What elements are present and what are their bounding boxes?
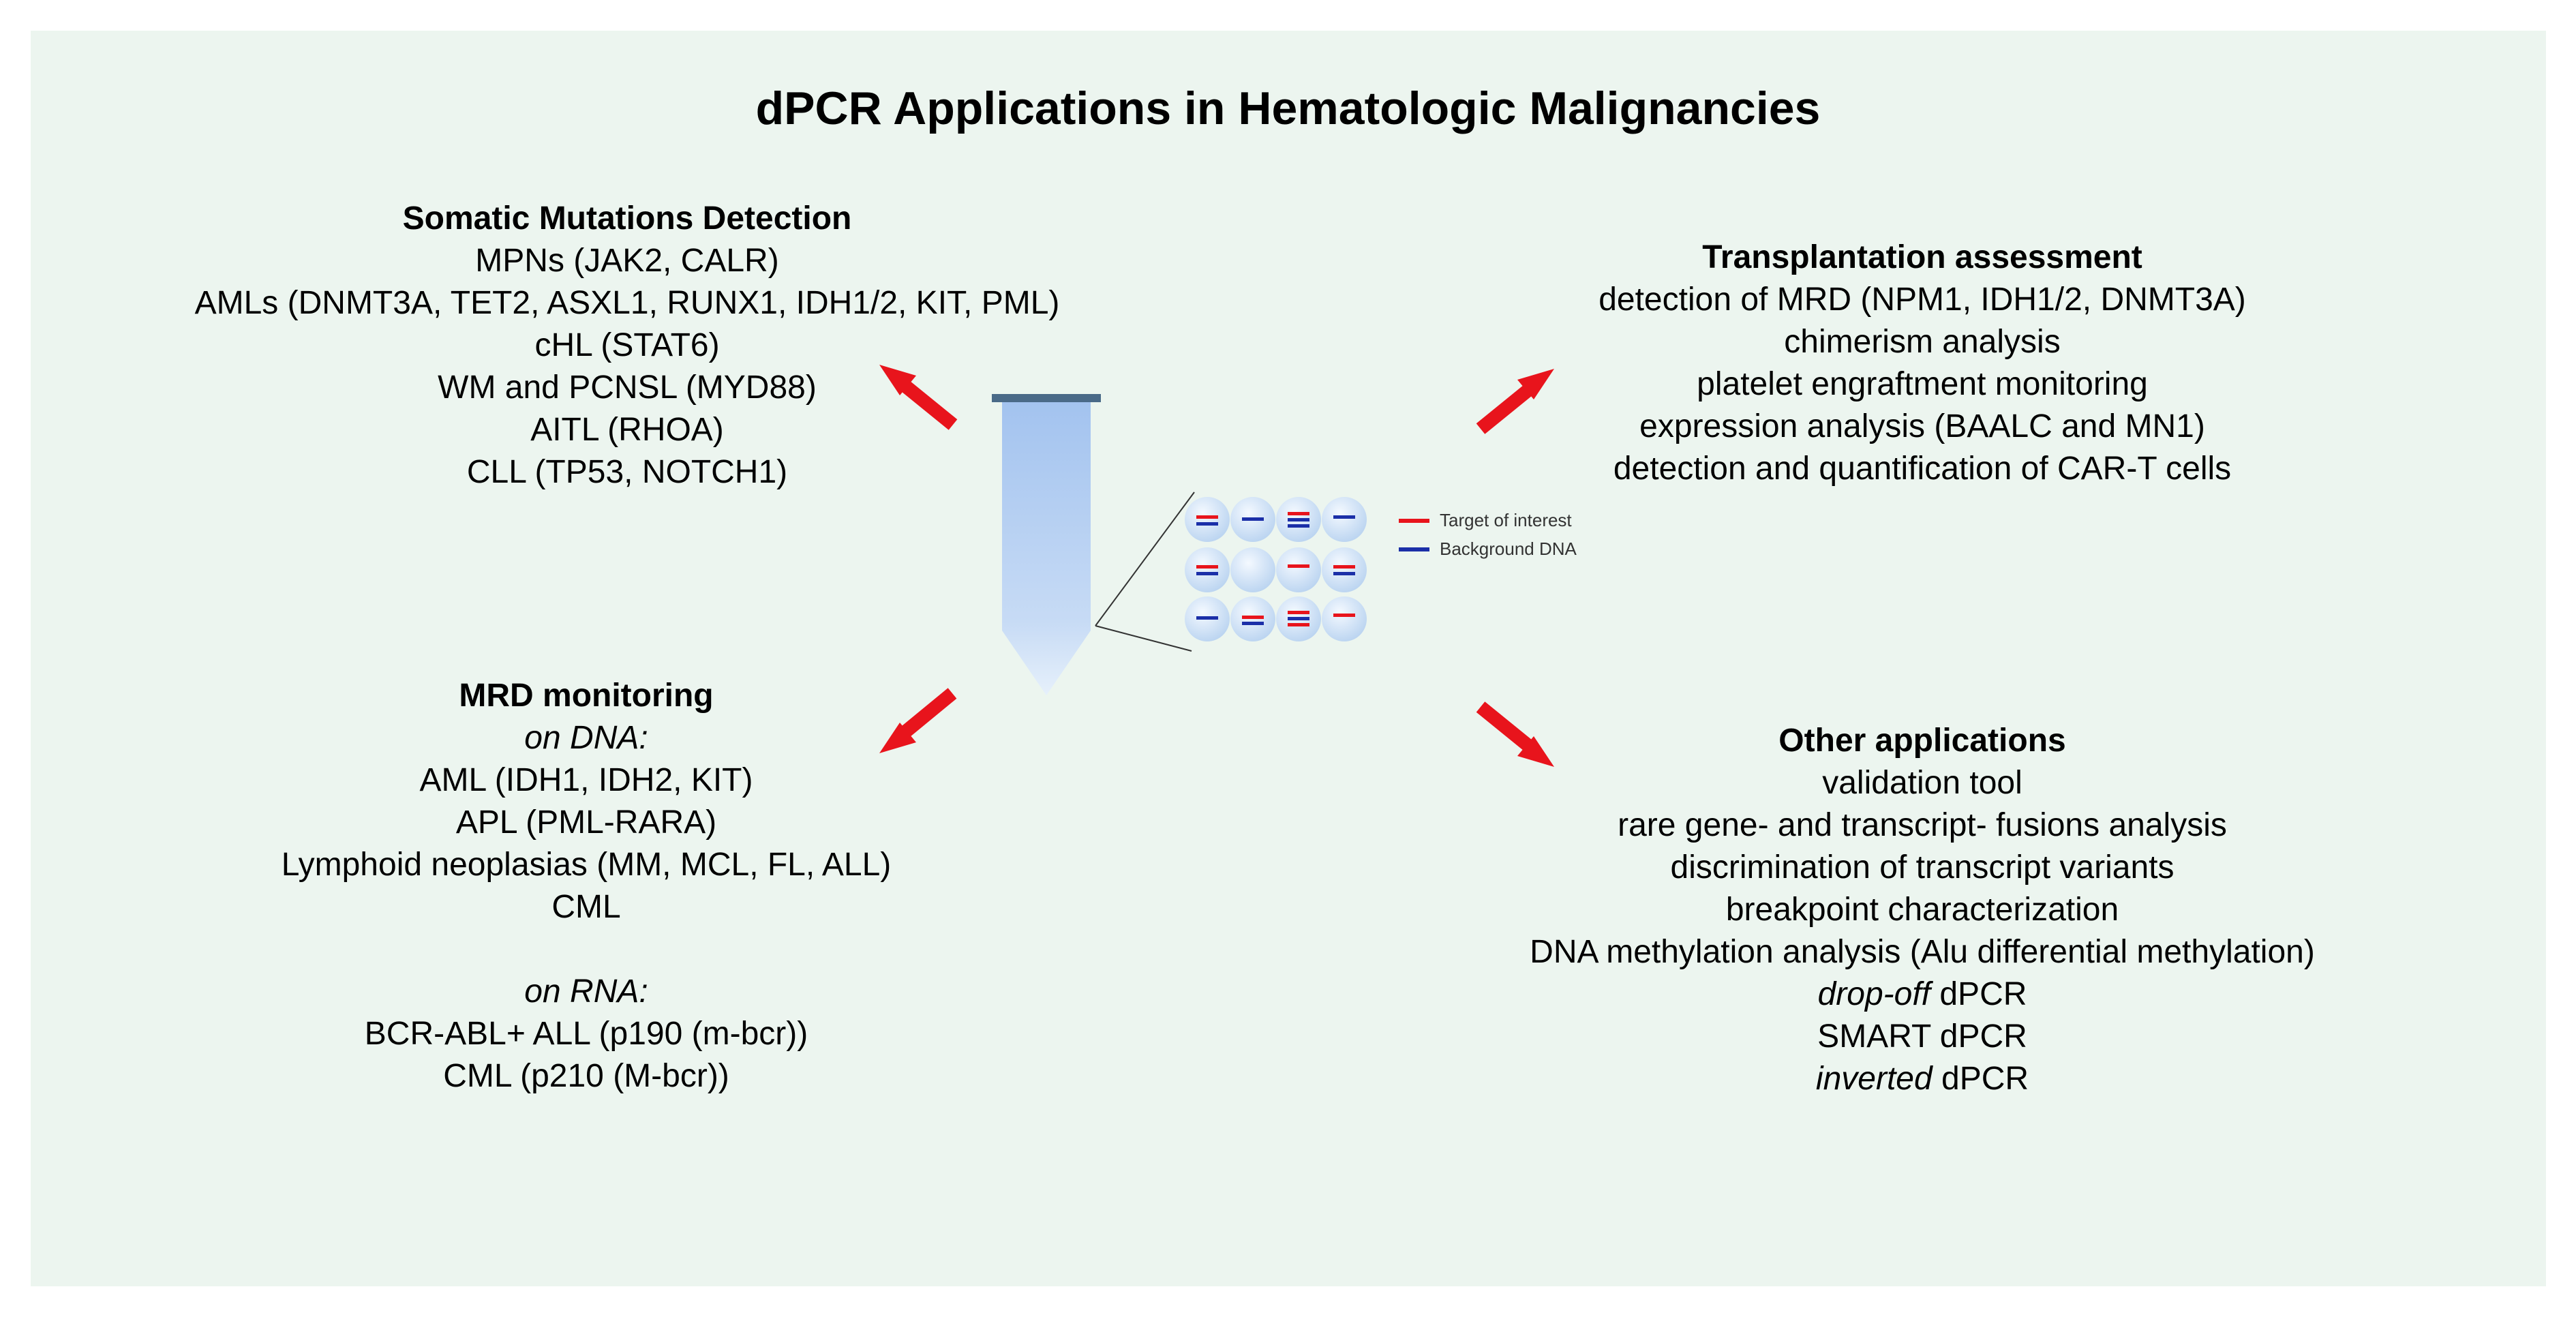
list-item: BCR-ABL+ ALL (p190 (m-bcr)) [364, 1016, 808, 1052]
list-item: drop-off dPCR [1363, 973, 2481, 1016]
list-item: Lymphoid neoplasias (MM, MCL, FL, ALL) [281, 847, 892, 883]
list-item: expression analysis (BAALC and MN1) [1639, 408, 2205, 444]
subheading-rna: on RNA: [524, 973, 648, 1010]
list-item: SMART dPCR [1817, 1018, 2027, 1055]
somatic-mutations-section: Somatic Mutations Detection MPNs (JAK2, … [82, 198, 1172, 494]
section-heading: Somatic Mutations Detection [402, 200, 852, 237]
list-item: APL (PML-RARA) [455, 804, 717, 841]
list-item: CML (p210 (M-bcr)) [443, 1058, 729, 1094]
page-title: dPCR Applications in Hematologic Maligna… [755, 82, 1821, 134]
drop-off-rest: dPCR [1930, 976, 2027, 1012]
list-item: AITL (RHOA) [530, 412, 724, 448]
mrd-monitoring-section: MRD monitoring on DNA: AML (IDH1, IDH2, … [55, 675, 1118, 1098]
list-item: CLL (TP53, NOTCH1) [466, 454, 788, 490]
list-item: MPNs (JAK2, CALR) [475, 243, 779, 279]
list-item: platelet engraftment monitoring [1697, 366, 2148, 402]
list-item: DNA methylation analysis (Alu differenti… [1530, 934, 2315, 970]
list-item: WM and PCNSL (MYD88) [438, 369, 817, 406]
list-item: breakpoint characterization [1725, 892, 2119, 928]
transplantation-section: Transplantation assessment detection of … [1377, 237, 2468, 490]
section-heading: Transplantation assessment [1702, 239, 2142, 275]
other-applications-section: Other applications validation tool rare … [1363, 720, 2481, 1100]
list-item: cHL (STAT6) [534, 327, 720, 363]
list-item: validation tool [1822, 765, 2022, 801]
inverted-rest: dPCR [1932, 1061, 2029, 1097]
subheading-dna: on DNA: [524, 720, 648, 756]
list-item: inverted dPCR [1363, 1058, 2481, 1100]
spacer [55, 928, 1118, 971]
list-item: discrimination of transcript variants [1670, 849, 2175, 885]
list-item: detection of MRD (NPM1, IDH1/2, DNMT3A) [1598, 282, 2246, 318]
list-item: CML [551, 889, 621, 925]
section-heading: MRD monitoring [459, 678, 714, 714]
list-item: AML (IDH1, IDH2, KIT) [419, 762, 753, 798]
diagram-panel [31, 31, 2546, 1286]
list-item: chimerism analysis [1784, 324, 2061, 360]
list-item: AMLs (DNMT3A, TET2, ASXL1, RUNX1, IDH1/2… [194, 285, 1060, 321]
list-item: rare gene- and transcript- fusions analy… [1618, 807, 2227, 843]
list-item: detection and quantification of CAR-T ce… [1613, 451, 2232, 487]
section-heading: Other applications [1778, 723, 2066, 759]
drop-off-em: drop-off [1817, 976, 1931, 1012]
inverted-em: inverted [1815, 1061, 1933, 1097]
